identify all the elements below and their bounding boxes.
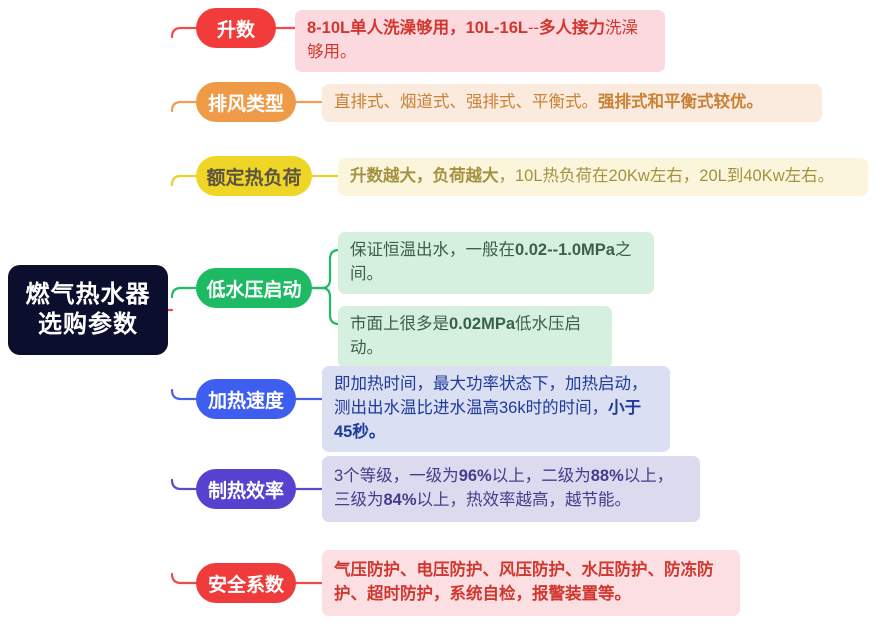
detail-segment: ，10L热负荷在20Kw左右，20L到40Kw左右。 [498, 167, 835, 185]
detail-node-zhi-re-xiao-lv-1[interactable]: 3个等级，一级为96%以上，二级为88%以上，三级为84%以上，热效率越高，越节… [322, 456, 700, 522]
topic-node-di-shui-ya-qi-dong[interactable]: 低水压启动 [196, 268, 312, 308]
detail-segment: 之间。 [350, 241, 632, 283]
detail-segment: 即加热时间，最大功率状态下，加热启动，测出出水温比进水温高36k时的时间， [334, 375, 648, 417]
detail-node-di-shui-ya-qi-dong-2[interactable]: 市面上很多是0.02MPa低水压启动。 [338, 306, 612, 368]
detail-segment: 96% [458, 467, 492, 486]
root-title-line2: 选购参数 [38, 311, 138, 338]
topic-label: 升数 [216, 19, 255, 41]
detail-text: 市面上很多是0.02MPa低水压启动。 [350, 313, 600, 361]
detail-segment: 10L-16L [465, 19, 528, 37]
topic-node-jia-re-su-du[interactable]: 加热速度 [196, 379, 296, 419]
detail-node-jia-re-su-du-1[interactable]: 即加热时间，最大功率状态下，加热启动，测出出水温比进水温高36k时的时间，小于4… [322, 366, 670, 452]
detail-segment: 气压防护、电压防护、风压防护、水压防护、防冻防护、超时防护，系统自检，报警装置等… [334, 561, 714, 603]
topic-label: 安全系数 [208, 574, 285, 596]
detail-text: 直排式、烟道式、强排式、平衡式。强排式和平衡式较优。 [334, 91, 763, 115]
detail-segment: 多人接力 [538, 19, 605, 37]
topic-label: 制热效率 [208, 480, 285, 502]
topic-label: 加热速度 [208, 390, 285, 412]
detail-segment: 洗澡够用。 [307, 19, 638, 61]
detail-segment: 以上，三级为 [334, 467, 674, 509]
detail-segment: 直排式、烟道式、强排式、平衡式。 [334, 93, 598, 111]
root-title-line1: 燃气热水器 [25, 281, 151, 308]
detail-segment: 88% [590, 467, 624, 486]
detail-segment: 低水压启动。 [350, 315, 582, 357]
detail-text: 保证恒温出水，一般在0.02--1.0MPa之间。 [350, 239, 642, 287]
detail-segment: 保证恒温出水，一般在 [350, 241, 515, 259]
topic-node-pai-feng-lei-xing[interactable]: 排风类型 [196, 82, 296, 122]
topic-label: 低水压启动 [206, 279, 302, 301]
detail-segment: 小于45秒。 [334, 398, 642, 441]
detail-segment: -- [527, 19, 539, 37]
detail-segment: 以上，热效率越高，越节能。 [416, 491, 632, 509]
detail-segment: 以上，二级为 [491, 467, 591, 486]
topic-node-e-ding-re-fu-he[interactable]: 额定热负荷 [196, 156, 312, 196]
root-node[interactable]: 燃气热水器 选购参数 [8, 265, 168, 355]
detail-segment: 0.02MPa [449, 315, 516, 333]
detail-text: 即加热时间，最大功率状态下，加热启动，测出出水温比进水温高36k时的时间，小于4… [334, 373, 658, 445]
topic-node-an-quan-xi-shu[interactable]: 安全系数 [196, 563, 296, 603]
detail-node-an-quan-xi-shu-1[interactable]: 气压防护、电压防护、风压防护、水压防护、防冻防护、超时防护，系统自检，报警装置等… [322, 550, 740, 616]
topic-label: 排风类型 [208, 93, 285, 115]
detail-text: 升数越大，负荷越大，10L热负荷在20Kw左右，20L到40Kw左右。 [350, 165, 834, 189]
detail-text: 气压防护、电压防护、风压防护、水压防护、防冻防护、超时防护，系统自检，报警装置等… [334, 559, 728, 607]
detail-segment: 市面上很多是 [350, 315, 449, 333]
detail-node-sheng-shu-1[interactable]: 8-10L单人洗澡够用，10L-16L--多人接力洗澡够用。 [295, 10, 665, 72]
detail-node-di-shui-ya-qi-dong-1[interactable]: 保证恒温出水，一般在0.02--1.0MPa之间。 [338, 232, 654, 294]
topic-node-zhi-re-xiao-lv[interactable]: 制热效率 [196, 469, 296, 509]
topic-label: 额定热负荷 [206, 167, 302, 189]
detail-text: 8-10L单人洗澡够用，10L-16L--多人接力洗澡够用。 [307, 17, 653, 65]
detail-text: 3个等级，一级为96%以上，二级为88%以上，三级为84%以上，热效率越高，越节… [334, 465, 688, 513]
detail-segment: 84% [383, 491, 417, 509]
detail-segment: 强排式和平衡式较优。 [598, 93, 763, 111]
detail-segment: 升数越大，负荷越大 [350, 167, 499, 185]
detail-node-pai-feng-lei-xing-1[interactable]: 直排式、烟道式、强排式、平衡式。强排式和平衡式较优。 [322, 84, 822, 122]
detail-node-e-ding-re-fu-he-1[interactable]: 升数越大，负荷越大，10L热负荷在20Kw左右，20L到40Kw左右。 [338, 158, 868, 196]
detail-segment: 0.02--1.0MPa [515, 241, 615, 259]
topic-node-sheng-shu[interactable]: 升数 [196, 8, 276, 48]
detail-segment: 3个等级，一级为 [334, 467, 459, 486]
detail-segment: 8-10L单人洗澡够用， [307, 19, 466, 37]
